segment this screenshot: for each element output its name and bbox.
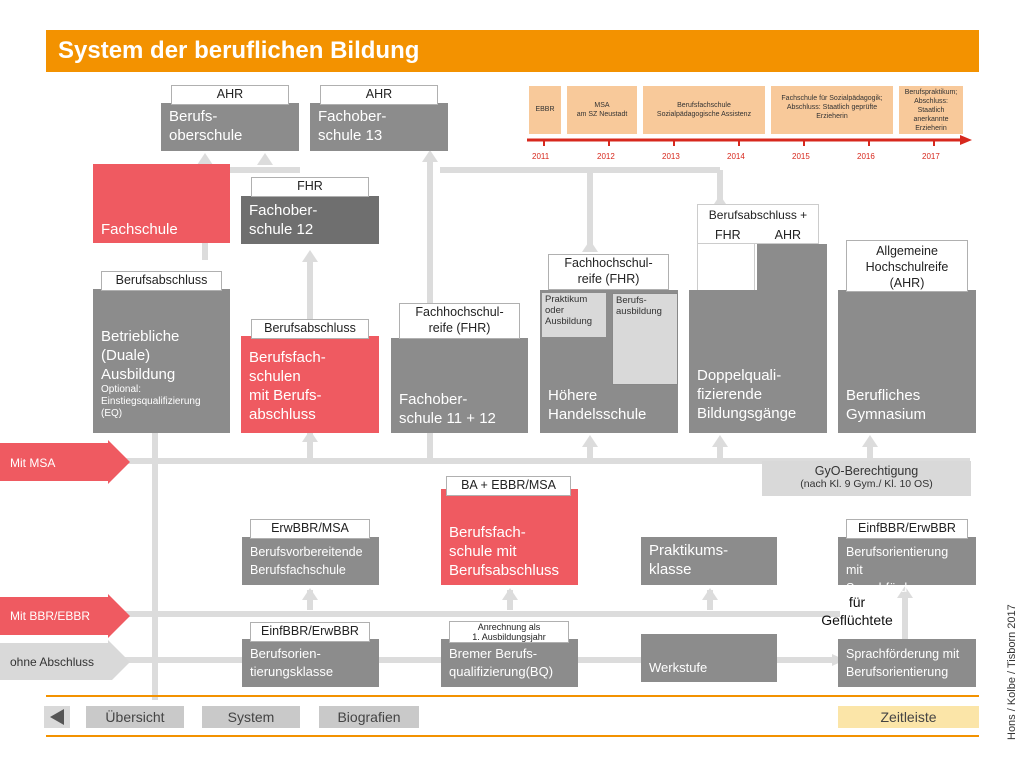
berufsausbildung-box: Berufs- ausbildung [612, 293, 678, 385]
gyo-note: (nach Kl. 9 Gym./ Kl. 10 OS) [800, 478, 933, 490]
fhr-label: FHR [251, 177, 369, 197]
fhr-white-column [697, 244, 755, 290]
timeline-arrow [527, 135, 972, 146]
fachoberschule-13-box: Fachober- schule 13 [310, 103, 448, 151]
einfbbr-erwbbr-label-2: EinfBBR/ErwBBR [846, 519, 968, 539]
ohne-abschluss-arrow [0, 640, 130, 680]
timeline-box-bfs: Berufsfachschule Sozialpädagogische Assi… [643, 86, 765, 134]
fuer-gefluechtete-label: für Geflüchtete [821, 594, 893, 628]
ahr-label-1: AHR [171, 85, 289, 105]
berufsorientierungsklasse-box: Berufsorien- tierungsklasse [242, 639, 379, 687]
berufsabschluss-label-2: Berufsabschluss [251, 319, 369, 339]
mit-bbr-label: Mit BBR/EBBR [10, 609, 91, 623]
ahr-small-label: AHR [774, 228, 802, 242]
credit-text: Hons / Kolbe / Tisborn 2017 [1006, 604, 1018, 740]
mit-msa-label: Mit MSA [10, 456, 56, 470]
praktikum-oder-ausbildung-box: Praktikum oder Ausbildung [542, 293, 606, 337]
back-button[interactable] [44, 706, 70, 728]
nav-zeitleiste-button[interactable]: Zeitleiste [838, 706, 979, 728]
timeline-box-msa: MSA am SZ Neustadt [567, 86, 637, 134]
year-2014: 2014 [727, 152, 745, 161]
fachoberschule-11-12-box: Fachober- schule 11 + 12 [391, 338, 528, 433]
berufliches-gymnasium-box: Berufliches Gymnasium [838, 290, 976, 433]
bremer-berufsqualifizierung-box: Bremer Berufs- qualifizierung(BQ) [441, 639, 578, 687]
year-2012: 2012 [597, 152, 615, 161]
year-2015: 2015 [792, 152, 810, 161]
left-arrows [0, 440, 130, 680]
fachoberschule-12-box: Fachober- schule 12 [241, 196, 379, 244]
allgemeine-hochschulreife-label: Allgemeine Hochschulreife (AHR) [846, 240, 968, 292]
year-2017: 2017 [922, 152, 940, 161]
fhr-small-label: FHR [714, 228, 741, 242]
fhr-ahr-row: FHR AHR [698, 227, 818, 243]
betriebliche-ausbildung-title: Betriebliche (Duale) Ausbildung [101, 328, 180, 383]
berufsabschluss-plus-text: Berufsabschluss + [708, 208, 808, 222]
year-2013: 2013 [662, 152, 680, 161]
berufsabschluss-plus-label: Berufsabschluss + FHR AHR [697, 204, 819, 244]
erwbbr-msa-label: ErwBBR/MSA [250, 519, 370, 539]
year-2016: 2016 [857, 152, 875, 161]
sprachfoerderung-box: Sprachförderung mit Berufsorientierung [838, 639, 976, 687]
nav-divider-top [46, 695, 979, 697]
timeline-box-praktikum: Berufspraktikum; Abschluss: Staatlich an… [899, 86, 963, 134]
gyo-title: GyO-Berechtigung [814, 464, 919, 478]
back-arrow-icon [50, 709, 64, 725]
fhr-reife-label-1: Fachhochschul- reife (FHR) [399, 303, 520, 339]
nav-system-button[interactable]: System [202, 706, 300, 728]
timeline-box-ebbr: EBBR [529, 86, 561, 134]
berufsoberschule-box: Berufs- oberschule [161, 103, 299, 151]
mit-bbr-arrow [0, 594, 130, 638]
fachschule-box: Fachschule [93, 164, 230, 243]
nav-biografien-button[interactable]: Biografien [319, 706, 419, 728]
einfbbr-erwbbr-label-1: EinfBBR/ErwBBR [250, 622, 370, 642]
betriebliche-ausbildung-note: Optional: Einstiegsqualifizierung (EQ) [101, 384, 201, 419]
ba-ebbr-msa-label: BA + EBBR/MSA [446, 476, 571, 496]
praktikumsklasse-box: Praktikums- klasse [641, 537, 777, 585]
berufsabschluss-label-1: Berufsabschluss [101, 271, 222, 291]
betriebliche-ausbildung-box: Betriebliche (Duale) Ausbildung Optional… [93, 289, 230, 433]
page-title: System der beruflichen Bildung [46, 30, 979, 72]
fhr-reife-label-2: Fachhochschul- reife (FHR) [548, 254, 669, 290]
ahr-label-2: AHR [320, 85, 438, 105]
berufsfachschule-mit-abschluss-box: Berufsfach- schule mit Berufsabschluss [441, 489, 578, 585]
berufsvorbereitende-box: Berufsvorbereitende Berufsfachschule [242, 537, 379, 585]
timeline-inset: EBBR MSA am SZ Neustadt Berufsfachschule… [525, 85, 975, 165]
mit-msa-arrow [0, 440, 130, 484]
werkstufe-box: Werkstufe [641, 634, 777, 682]
ohne-abschluss-label: ohne Abschluss [10, 655, 95, 669]
berufsorientierung-sprach-box: Berufsorientierung mit Sprachförderung [838, 537, 976, 595]
gyo-berechtigung-box: GyO-Berechtigung (nach Kl. 9 Gym./ Kl. 1… [762, 461, 971, 496]
doppelquali-ahr-column [757, 244, 827, 369]
nav-uebersicht-button[interactable]: Übersicht [86, 706, 184, 728]
anrechnung-label: Anrechnung als 1. Ausbildungsjahr [449, 621, 569, 643]
timeline-box-fachschule: Fachschule für Sozialpädagogik; Abschlus… [771, 86, 893, 134]
nav-divider-bottom [46, 735, 979, 737]
berufsfachschulen-box: Berufsfach- schulen mit Berufs- abschlus… [241, 336, 379, 433]
year-2011: 2011 [532, 152, 550, 161]
